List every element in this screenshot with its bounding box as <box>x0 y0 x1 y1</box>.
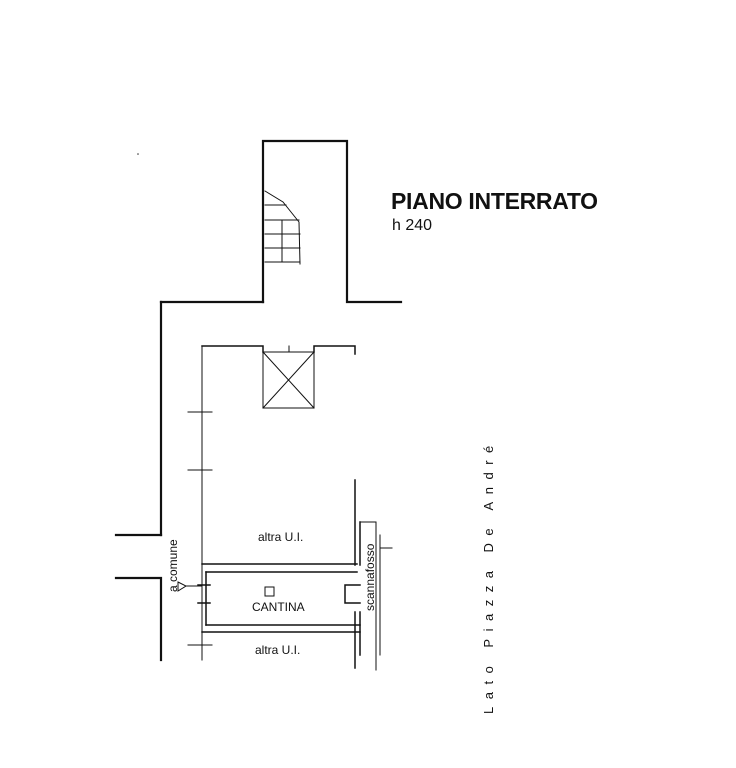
stray-dot <box>137 153 139 155</box>
inner-left-wall <box>187 345 213 661</box>
label-altra-ui-bottom: altra U.I. <box>255 643 300 657</box>
cantina-symbol <box>264 586 275 597</box>
staircase <box>264 190 301 265</box>
label-cantina: CANTINA <box>252 600 305 614</box>
label-altra-ui-top: altra U.I. <box>258 530 303 544</box>
cantina-walls <box>197 563 361 633</box>
height-note: h 240 <box>392 217 432 234</box>
left-outer-wall <box>114 300 163 662</box>
scannafosso-walls <box>360 521 393 671</box>
shaft-box <box>262 345 315 409</box>
entry-arrow <box>177 581 203 592</box>
label-side-street: Lato Piazza De André <box>481 438 496 714</box>
label-scannafosso: scannafosso <box>363 543 377 611</box>
stair-tower <box>159 139 403 304</box>
top-room-wall <box>201 345 356 355</box>
label-a-comune: a comune <box>166 539 180 592</box>
plan-title: PIANO INTERRATO <box>391 188 598 214</box>
right-inner-wall <box>344 479 361 669</box>
